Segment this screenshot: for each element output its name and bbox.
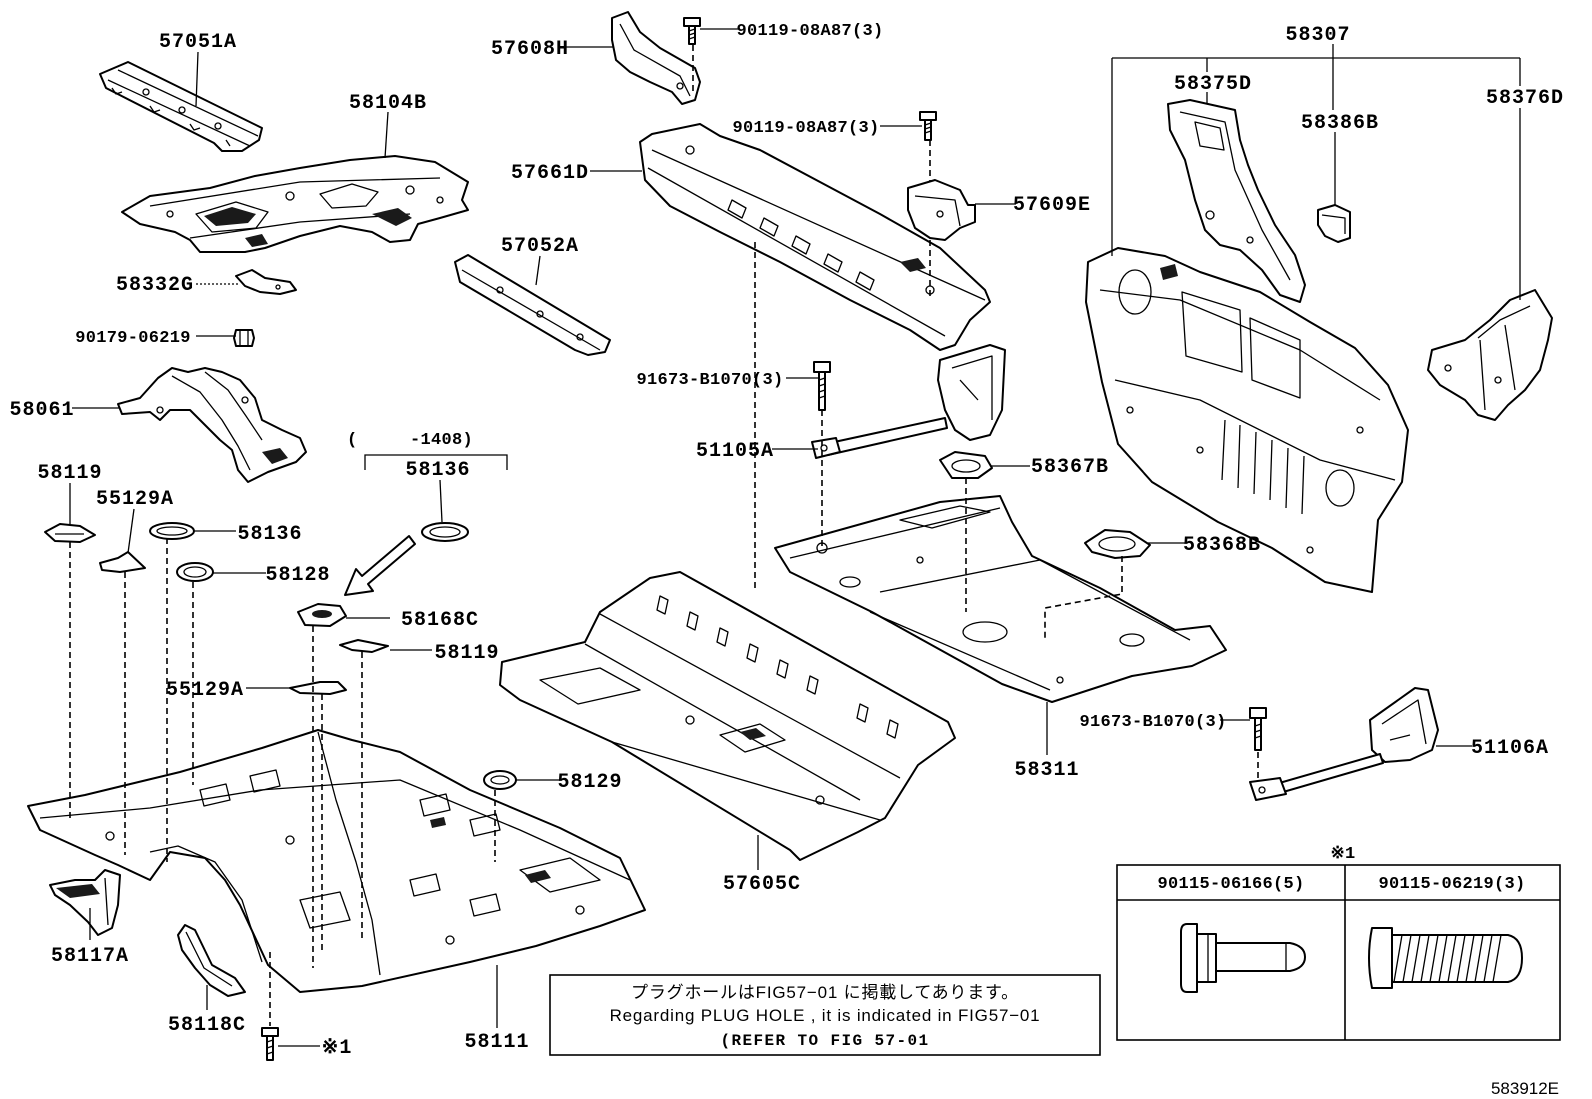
figure-code: 583912E — [1491, 1079, 1559, 1098]
label-57609e: 57609E — [1013, 194, 1091, 217]
label-57052a: 57052A — [501, 235, 579, 258]
part-58128-plug — [176, 562, 214, 582]
part-58311-rear-floor-panel — [774, 495, 1227, 703]
label-bolt-mark: ※1 — [322, 1037, 353, 1060]
part-57609e-bracket — [907, 179, 976, 241]
part-58061-support — [117, 367, 307, 483]
label-57051a: 57051A — [159, 31, 237, 54]
part-58368b-plate — [1084, 529, 1151, 559]
label-58118c: 58118C — [168, 1014, 246, 1037]
label-57608h: 57608H — [491, 38, 569, 61]
note-line-en: Regarding PLUG HOLE , it is indicated in… — [610, 1006, 1041, 1025]
label-58311: 58311 — [1014, 759, 1079, 782]
part-58119-clip-a — [44, 523, 96, 543]
bolt-mark-1 — [261, 1027, 279, 1061]
bolt-90115-06166-drawing — [1180, 923, 1306, 993]
part-51106a-brace — [1249, 687, 1439, 801]
label-51105a: 51105A — [696, 440, 774, 463]
part-58136-plug-a — [149, 522, 195, 540]
label-58119-a: 58119 — [37, 462, 102, 485]
bolt-90115-06219-drawing — [1368, 927, 1523, 989]
dashed-alignment-lines — [69, 45, 1259, 1026]
label-58119-b: 58119 — [434, 642, 499, 665]
part-57605c-center-floor — [499, 571, 956, 861]
part-58332g-bracket — [235, 269, 297, 295]
fastener-table-mark: ※1 — [1330, 845, 1355, 864]
label-58386b: 58386B — [1301, 112, 1379, 135]
bolt-91673-second — [1249, 707, 1267, 751]
bolt-90119-second — [919, 111, 937, 141]
label-58128: 58128 — [265, 564, 330, 587]
label-58367b: 58367B — [1031, 456, 1109, 479]
label-58061: 58061 — [9, 399, 74, 422]
label-58307: 58307 — [1285, 24, 1350, 47]
part-labels: 57051A 58104B 58332G 90179-06219 58061 5… — [9, 22, 1564, 1060]
part-58168c-plug — [297, 603, 347, 627]
label-58375d: 58375D — [1174, 73, 1252, 96]
label-57605c: 57605C — [723, 873, 801, 896]
label-55129a-b: 55129A — [166, 679, 244, 702]
label-58104b: 58104B — [349, 92, 427, 115]
label-58117a: 58117A — [51, 945, 129, 968]
note-line-jp: プラグホールはFIG57−01 に掲載してあります。 — [631, 983, 1019, 1002]
nut-90179-06219 — [233, 329, 255, 347]
label-58168c: 58168C — [401, 609, 479, 632]
part-58386b-clip — [1317, 204, 1351, 243]
fastener-col-2: 90115-06219(3) — [1378, 875, 1525, 894]
part-51105a-brace — [811, 344, 1006, 459]
part-58307-back-panel — [1085, 247, 1409, 593]
part-58104b-floor-pan — [121, 155, 469, 253]
bolt-91673-first — [813, 361, 831, 411]
part-55129a-pad-b — [289, 681, 347, 695]
label-91673-first: 91673-B1070(3) — [636, 371, 783, 390]
label-90179-06219: 90179-06219 — [75, 329, 191, 348]
label-58136-a: 58136 — [237, 523, 302, 546]
note-line-ref: (REFER TO FIG 57-01 — [720, 1032, 929, 1050]
label-58129: 58129 — [557, 771, 622, 794]
part-58375d-reinforcement — [1167, 99, 1306, 303]
part-58367b-plate — [939, 451, 993, 479]
label-58376d: 58376D — [1486, 87, 1564, 110]
label-90119-top: 90119-08A87(3) — [736, 22, 883, 41]
part-58111-front-floor-pan — [27, 729, 646, 993]
date-range-label: ( -1408) — [347, 431, 473, 450]
label-58136-b: 58136 — [405, 459, 470, 482]
part-57608h-bracket — [611, 11, 701, 105]
label-58332g: 58332G — [116, 274, 194, 297]
label-57661d: 57661D — [511, 162, 589, 185]
leader-lines — [69, 28, 1521, 1047]
label-58368b: 58368B — [1183, 534, 1261, 557]
label-90119-second: 90119-08A87(3) — [732, 119, 879, 138]
label-55129a-a: 55129A — [96, 488, 174, 511]
bolt-90119-top — [683, 17, 701, 45]
direction-arrow — [344, 535, 416, 596]
part-57051a-reinforcement — [99, 61, 263, 152]
part-55129a-pad-a — [99, 551, 146, 573]
label-91673-second: 91673-B1070(3) — [1079, 713, 1226, 732]
part-57052a-reinforcement — [454, 254, 611, 356]
part-58118c-bracket — [177, 924, 246, 997]
plug-hole-note: プラグホールはFIG57−01 に掲載してあります。 Regarding PLU… — [549, 974, 1101, 1056]
part-58376d-bracket — [1427, 289, 1553, 421]
label-58111: 58111 — [464, 1031, 529, 1054]
part-58136-plug-b — [421, 522, 469, 542]
fastener-col-1: 90115-06166(5) — [1157, 875, 1304, 894]
label-51106a: 51106A — [1471, 737, 1549, 760]
part-58119-clip-b — [339, 639, 389, 653]
part-58117a-bracket — [49, 869, 121, 936]
fastener-table: ※1 90115-06166(5) 90115-06219(3) — [1116, 845, 1561, 1041]
part-58129-plug — [483, 770, 517, 790]
